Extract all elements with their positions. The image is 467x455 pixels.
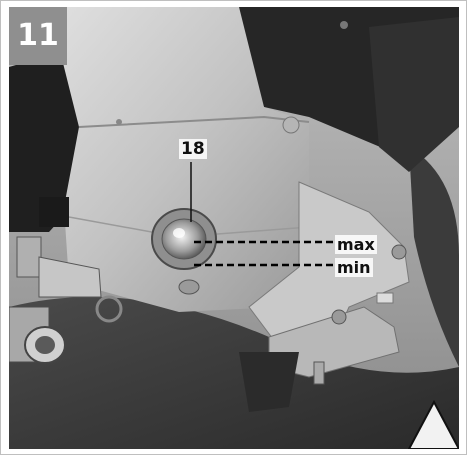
rubber-foot (239, 352, 299, 412)
pressure-switch (39, 197, 69, 227)
part-number-label: 18 (179, 139, 207, 159)
tank-body (9, 297, 459, 449)
valve-body (16, 236, 42, 278)
compressor-photo (9, 7, 459, 449)
motor-housing (49, 7, 309, 312)
safety-valve (38, 256, 102, 298)
coupling-bore (35, 336, 55, 354)
min-level-label: min (335, 258, 373, 277)
valve-ring (95, 295, 123, 323)
tank-rim (409, 147, 459, 367)
bracket-bolt (391, 244, 407, 260)
bracket-clip (376, 292, 394, 304)
cowl-side (369, 17, 459, 172)
max-level-label: max (335, 235, 377, 254)
housing-screw (282, 116, 300, 134)
left-shroud (9, 47, 81, 232)
oil-sight-glass (161, 218, 207, 260)
bracket-bolt-lower (331, 309, 347, 325)
drain-plug (178, 279, 200, 295)
glass-highlight (173, 228, 185, 238)
mount-stud (313, 361, 325, 385)
housing-rivet (116, 119, 122, 125)
cowl-screw (340, 21, 348, 29)
step-badge: 11 (9, 7, 67, 65)
warning-triangle-icon (407, 399, 459, 449)
